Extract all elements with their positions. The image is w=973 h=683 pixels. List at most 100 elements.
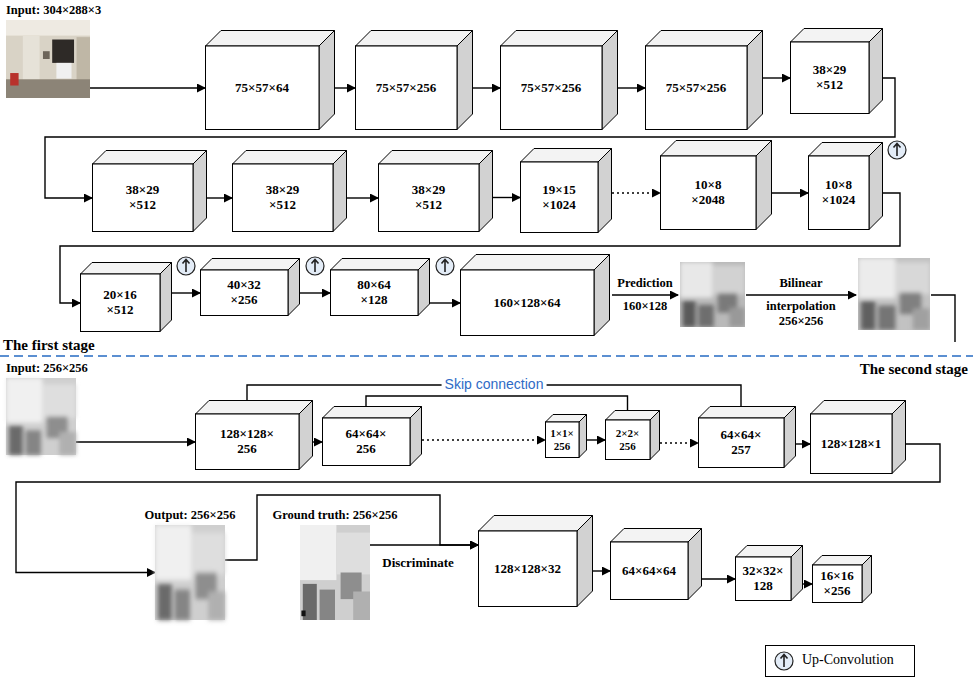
image-panel: Input: 304×288×3 [6,20,90,98]
connector-arrow [370,544,478,545]
feature-map-box: 19×15 ×1024 [520,148,612,233]
box-front-face: 75×57×256 [500,46,602,130]
stage-divider [0,355,973,357]
prediction-arrow [612,294,678,295]
dimension-label: 10×8 ×2048 [691,178,724,208]
dimension-label: 75×57×256 [376,81,436,96]
connector-arrow [172,292,200,293]
box-front-face: 128×128×32 [478,531,577,607]
feature-map-box: 10×8 ×2048 [660,140,772,230]
feature-map-box: 64×64×64 [610,528,702,600]
label-holder: The second stage [860,360,968,378]
dimension-label: 75×57×64 [235,81,289,96]
connector-arrow [618,87,645,88]
feature-map-box: 80×64 ×128 [330,258,430,316]
label-holder: interpolation 256×256 [766,299,835,329]
feature-map-box: 38×29 ×512 [378,150,493,232]
feature-map-box: 38×29 ×512 [92,150,207,232]
edge-label-holder: Discriminate [380,555,455,571]
box-front-face: 2×2× 256 [605,420,650,460]
box-front-face: 1×1× 256 [545,422,579,458]
feature-map-box: 2×2× 256 [605,410,660,460]
dimension-label: 64×64× 257 [721,428,762,458]
connector-arrow [207,197,232,198]
box-front-face: 80×64 ×128 [330,270,418,316]
box-front-face: 10×8 ×1024 [808,156,869,230]
image-heading-holder: Input: 256×256 [6,361,88,376]
dimension-label: 1×1× 256 [550,427,574,452]
image-heading-holder: Ground truth: 256×256 [273,508,398,523]
image-picture [300,525,370,620]
box-front-face: 38×29 ×512 [232,164,333,232]
connector-arrow [90,87,205,88]
image-panel: Output: 256×256 [155,525,225,620]
arrow-caption: interpolation 256×256 [766,299,835,329]
box-front-face: 128×128×1 [810,414,892,474]
dimension-label: 38×29 ×512 [813,63,846,93]
connector-arrow [660,442,698,443]
box-front-face: 10×8 ×2048 [660,156,756,230]
dimension-label: 75×57×256 [666,81,726,96]
dimension-label: 128×128×1 [821,437,881,452]
connector-arrow [796,443,810,444]
arrow-caption: Prediction [617,276,672,291]
box-front-face: 128×128× 256 [195,414,299,470]
dimension-label: 20×16 ×512 [103,288,136,318]
box-front-face: 75×57×256 [355,46,457,130]
image-heading: Input: 256×256 [6,361,88,376]
image-heading-holder: Input: 304×288×3 [6,3,101,18]
dimension-label: 80×64 ×128 [357,278,390,308]
prediction-image [680,262,745,327]
connector-arrow [593,570,610,571]
label-holder: Prediction [617,276,672,291]
feature-map-box: 128×128×1 [810,400,906,474]
dimension-label: 40×32 ×256 [227,278,260,308]
box-front-face: 75×57×256 [645,46,747,130]
image-picture [155,525,225,620]
box-front-face: 64×64×64 [610,542,688,600]
dimension-label: 16×16 ×256 [820,569,853,599]
feature-map-box: 64×64× 257 [698,406,796,468]
box-front-face: 19×15 ×1024 [520,162,598,233]
up-convolution-symbol [177,257,195,275]
box-front-face: 16×16 ×256 [812,565,862,603]
up-convolution-symbol [772,649,796,673]
feature-map-box: 75×57×256 [355,30,473,130]
image-picture [6,378,76,455]
connector-arrow [313,441,322,442]
legend-text-holder: Up-Convolution [802,652,894,669]
box-front-face: 64×64× 257 [698,418,784,468]
image-picture [6,20,90,98]
feature-map-box: 20×16 ×512 [80,262,172,332]
connector-arrow [76,441,195,442]
connector-arrow [772,192,808,193]
dimension-label: 38×29 ×512 [412,183,445,213]
feature-map-box: 10×8 ×1024 [808,142,883,230]
dimension-label: 128×128× 256 [220,427,274,457]
feature-map-box: 75×57×64 [205,30,335,130]
box-front-face: 20×16 ×512 [80,274,160,332]
image-heading: Ground truth: 256×256 [273,508,398,523]
feature-map-box: 75×57×256 [645,30,763,130]
feature-map-box: 38×29 ×512 [232,150,347,232]
image-heading: Output: 256×256 [145,508,236,523]
connector-arrow [300,292,330,293]
edge-label-holder: Skip connection [442,377,547,392]
dimension-label: 38×29 ×512 [266,183,299,213]
dimension-label: 38×29 ×512 [126,183,159,213]
edge-label: Discriminate [380,555,455,571]
image-heading-holder: Output: 256×256 [145,508,236,523]
box-front-face: 38×29 ×512 [92,164,193,232]
connector-arrow [347,197,378,198]
connector-arrow [473,87,500,88]
connector-arrow [422,439,545,440]
feature-map-box: 38×29 ×512 [790,28,883,114]
up-convolution-symbol [306,257,324,275]
stage-title: The second stage [860,360,968,378]
dimension-label: 75×57×256 [521,81,581,96]
image-panel: Ground truth: 256×256 [300,525,370,620]
dimension-label: 160×128×64 [494,296,561,311]
arrow-caption: Bilinear [779,276,822,291]
